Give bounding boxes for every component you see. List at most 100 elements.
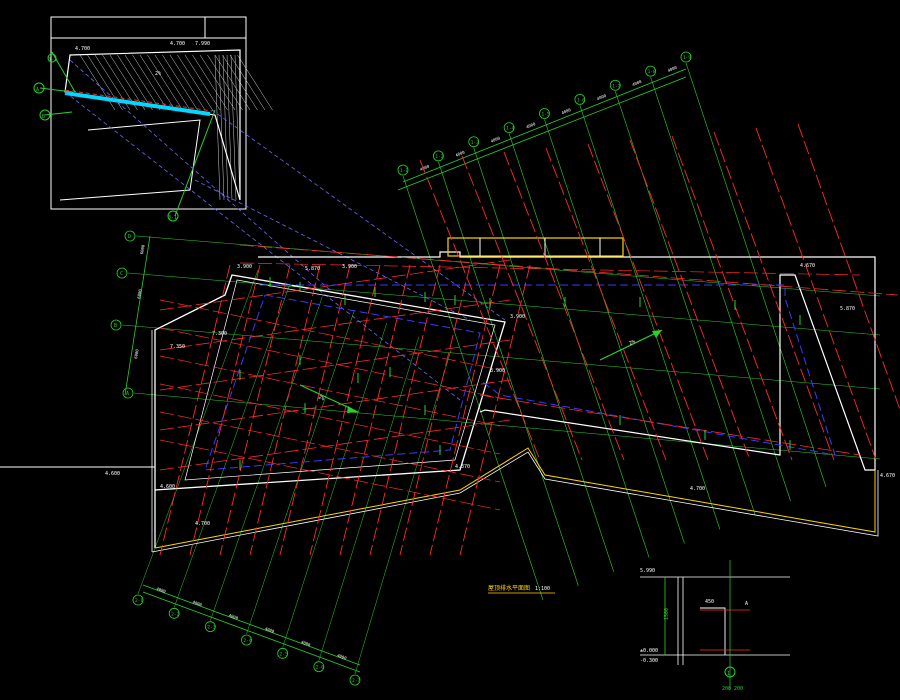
left-axis-bubble (116, 267, 128, 279)
elev-left-b: 7.300 (212, 331, 227, 337)
inset-hatch-line (229, 54, 266, 111)
left-dim-text: 6000 (139, 244, 146, 255)
elev-low-b: 4.370 (455, 464, 470, 470)
elev-left-a: 7.350 (170, 344, 185, 350)
roof-perimeter-lower (154, 447, 876, 549)
top-dim-text: 4000 (596, 93, 607, 101)
top-dim-text: 4000 (631, 79, 642, 87)
elev-top-c: 3.900 (342, 264, 357, 270)
inset-gutter-red (64, 89, 213, 112)
top-dim-line-outer (397, 76, 687, 191)
bottom-dim-text: 4000 (300, 639, 311, 647)
detail-axis-bubble (724, 666, 736, 678)
bottom-dim-text: 4000 (264, 626, 275, 634)
inset-hatch-line (222, 54, 229, 201)
grid-line-left-cross2 (159, 439, 501, 511)
roof-perimeter-lower-white (151, 451, 879, 553)
inset-hatch-line (169, 54, 206, 111)
grid-line-left (159, 264, 231, 556)
top-axis-label: 1-7 (612, 83, 620, 89)
grid-line-left (369, 264, 441, 556)
top-axis-bubble (397, 164, 409, 176)
inset-elev-top: 4.700 (75, 46, 90, 52)
left-dim-text: 6000 (136, 288, 143, 299)
grid-line-left-cross2 (159, 355, 501, 427)
bottom-axis-label: 2-5 (280, 651, 288, 657)
grid-line-left-cross (159, 339, 511, 391)
grid-line-right (461, 155, 583, 461)
top-axis-line (650, 77, 791, 502)
elev-mid-b: 3.900 (510, 314, 525, 320)
leader-lines (64, 59, 506, 401)
inset-hatch-line (230, 54, 237, 201)
detail-top-elev: 5.990 (640, 568, 655, 574)
slope-arrowhead-left (347, 406, 358, 413)
detail-bottom-dim: 200 200 (722, 686, 743, 692)
grid-line-right (797, 123, 900, 411)
slope-arrow-right (599, 329, 663, 361)
grid-line-left (219, 264, 291, 556)
inset-hatch-line (117, 54, 153, 111)
detail-dim-b: 450 (705, 599, 714, 605)
bottom-dim-text: 4000 (337, 653, 348, 661)
bottom-axis-bubble (313, 661, 325, 673)
left-dim-line (124, 235, 151, 396)
elev-far-left: 4.600 (105, 471, 120, 477)
drain-line-left (204, 294, 481, 471)
bottom-dim-text: 4000 (156, 586, 167, 594)
detail-tag-b: 1 (727, 671, 730, 677)
inset-hatch-line (132, 54, 168, 111)
roof-outline-left (154, 274, 506, 548)
top-dim-text: 4000 (490, 135, 501, 143)
top-axis-label: 1-3 (471, 140, 479, 146)
inset-hatch-line (109, 54, 146, 111)
top-axis-bubble (468, 136, 480, 148)
bottom-axis-bubble (349, 674, 361, 686)
elev-left-c: 4.600 (160, 484, 175, 490)
bottom-axis-label: 2-1 (135, 598, 143, 604)
grid-line-left-cross2 (159, 383, 501, 455)
top-axis-bubble (432, 150, 444, 162)
bottom-dim-line (142, 584, 361, 666)
inset-hatch-line (184, 54, 221, 111)
elev-top-a: 3.900 (237, 264, 252, 270)
inset-hatch-line (139, 54, 176, 111)
top-dim-text: 4000 (561, 107, 572, 115)
inset-label-a: A (36, 87, 39, 93)
grid-line-right (587, 143, 709, 461)
inset-frame (50, 16, 247, 210)
top-axis-label: 1-2 (435, 154, 443, 160)
top-axis-bubble (609, 79, 621, 91)
left-axis-label: D (128, 234, 131, 240)
bottom-axis-line (318, 336, 420, 661)
inset-hatch-line (192, 54, 228, 111)
inset-roof-outline (64, 49, 241, 201)
top-axis-line (438, 161, 579, 586)
grid-line-right (671, 135, 793, 461)
grid-line-right (713, 131, 835, 461)
bottom-axis-label: 2-3 (207, 625, 215, 631)
left-axis-label: C (120, 271, 123, 277)
drawing-scale: 1:100 (535, 586, 550, 592)
bottom-axis-line (282, 323, 387, 648)
bottom-axis-line (354, 349, 452, 675)
bottom-axis-bubble (241, 634, 252, 646)
inset-label-d: 3-2 (48, 57, 57, 63)
elev-right-top: 4.670 (800, 263, 815, 269)
inset-hatch-line (234, 54, 241, 201)
grid-line-left-cross (159, 259, 511, 311)
detail-dim-v-text: 1500 (664, 608, 670, 620)
inset-wall-block (204, 16, 247, 39)
grid-line-right (755, 127, 877, 461)
detail-sill (700, 607, 726, 655)
inset-axis-bubble-d (47, 53, 57, 63)
section-detail: 5.990 ±0.000 -0.300 1500 450 A 1 200 200 (640, 560, 790, 692)
top-axis-label: 1-6 (577, 97, 585, 103)
detail-low-elev: ±0.000 (640, 648, 658, 654)
bottom-axis-bubble (277, 647, 289, 659)
top-axis-bubble (645, 65, 657, 77)
top-axis-line (544, 119, 685, 544)
inset-label-b: B (42, 114, 45, 120)
